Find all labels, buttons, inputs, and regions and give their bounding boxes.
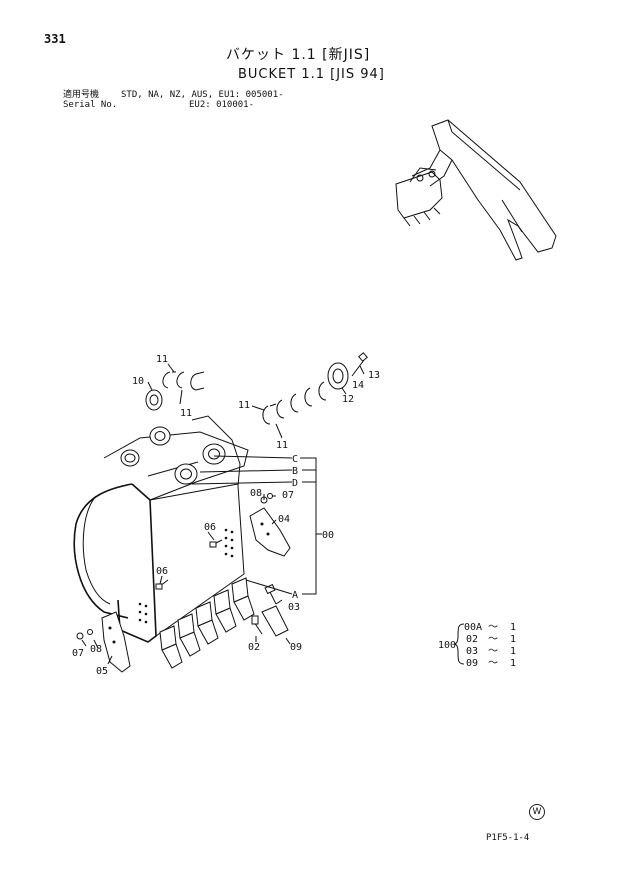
side-cutter-right <box>249 507 291 557</box>
kit-number: 100 <box>438 640 456 651</box>
washer-left <box>87 629 93 635</box>
page-number: 331 <box>44 32 66 46</box>
kit-row-sep: ～ <box>488 646 498 657</box>
kit-row-sep: ～ <box>488 622 498 633</box>
copyright-mark-icon: W <box>529 804 545 820</box>
kit-row-qty: 1 <box>510 646 516 657</box>
serial-label-japanese: 適用号機 <box>63 90 100 100</box>
callout-07-right: 07 <box>282 490 294 501</box>
bucket-teeth <box>159 577 255 669</box>
callout-11-b: 11 <box>180 408 192 419</box>
kit-row-code: 03 <box>466 646 478 657</box>
callout-07-left: 07 <box>72 648 84 659</box>
callout-11-c: 11 <box>238 400 250 411</box>
page-code: P1F5-1-4 <box>486 833 530 843</box>
reference-lines <box>191 455 322 595</box>
kit-row-sep: ～ <box>488 634 498 645</box>
callout-02: 02 <box>248 642 260 653</box>
callout-14: 14 <box>352 380 364 391</box>
kit-row-code: 00A <box>464 622 482 633</box>
bolt-right <box>209 541 217 548</box>
callout-10: 10 <box>132 376 144 387</box>
callout-06-right: 06 <box>204 522 216 533</box>
serial-eu2: EU2: 010001- <box>189 100 255 110</box>
side-cutter-left <box>101 611 131 673</box>
kit-row-qty: 1 <box>510 622 516 633</box>
callout-09: 09 <box>290 642 302 653</box>
kit-row-sep: ～ <box>488 658 498 669</box>
callout-06-left: 06 <box>156 566 168 577</box>
callout-03: 03 <box>288 602 300 613</box>
leader-lines <box>81 363 365 665</box>
kit-row-code: 02 <box>466 634 478 645</box>
tooth-exploded <box>261 605 289 637</box>
serial-label-english: Serial No. <box>63 100 118 110</box>
excavator-arm-illustration <box>395 119 557 261</box>
callout-B: B <box>292 466 298 477</box>
callout-11-d: 11 <box>276 440 288 451</box>
bucket-body <box>73 415 249 643</box>
callout-00: 00 <box>322 530 334 541</box>
nut-right <box>267 493 273 499</box>
callout-A: A <box>292 590 298 601</box>
callout-05: 05 <box>96 666 108 677</box>
callout-11-a: 11 <box>156 354 168 365</box>
callout-13: 13 <box>368 370 380 381</box>
callout-04: 04 <box>278 514 290 525</box>
page-title-english: BUCKET 1.1 [JIS 94] <box>238 67 385 82</box>
page-title-japanese: バケット 1.1 [新JIS] <box>226 47 371 63</box>
bolt-hole-pattern <box>138 528 234 624</box>
callout-08-left: 08 <box>90 644 102 655</box>
kit-row-code: 09 <box>466 658 478 669</box>
callout-D: D <box>292 478 298 489</box>
kit-table: 100 00A ～ 1 02 ～ 1 03 ～ 1 09 ～ 1 <box>438 622 516 669</box>
shim-group-right <box>262 352 368 425</box>
pin-exploded <box>264 583 276 595</box>
lock-exploded <box>251 615 259 625</box>
callout-C: C <box>292 454 298 465</box>
serial-models: STD, NA, NZ, AUS, EU1: 005001- <box>121 90 284 100</box>
callout-12: 12 <box>342 394 354 405</box>
callout-08-right: 08 <box>250 488 262 499</box>
bolt-left <box>155 583 163 590</box>
nut-left <box>76 632 84 640</box>
shim-group-left <box>145 371 205 411</box>
kit-row-qty: 1 <box>510 658 516 669</box>
kit-row-qty: 1 <box>510 634 516 645</box>
